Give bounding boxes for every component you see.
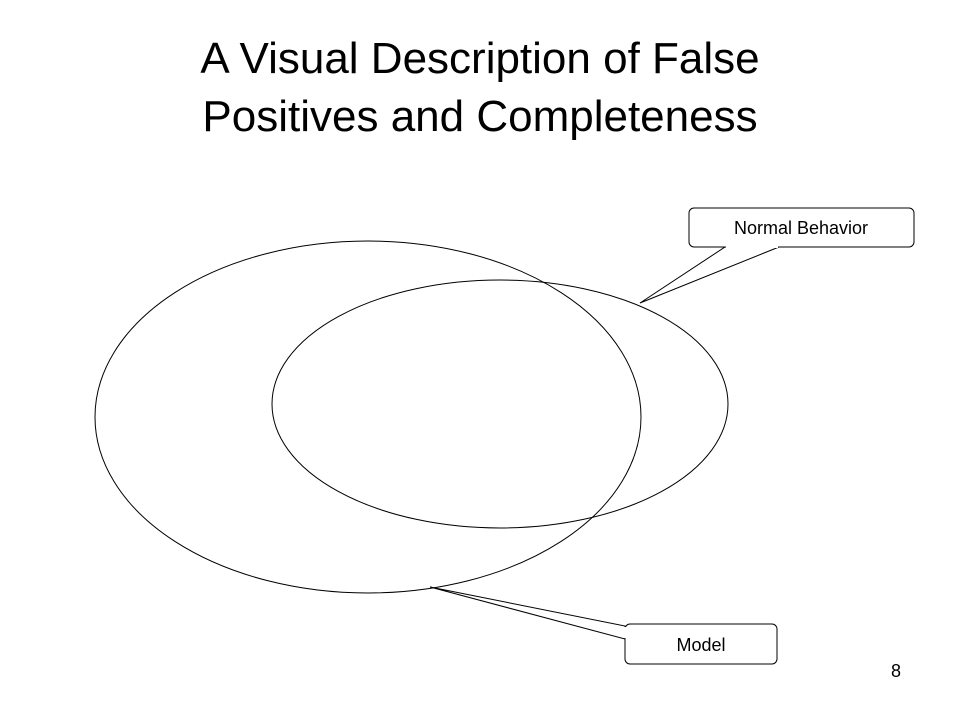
slide-title: A Visual Description of False Positives … [0, 30, 960, 146]
model-callout-label: Model [676, 635, 725, 655]
normal-behavior-callout-box [688, 207, 915, 248]
normal-behavior-callout: Normal Behavior [688, 207, 915, 248]
normal-behavior-callout-pointer [639, 246, 780, 304]
model-callout: Model [624, 623, 778, 665]
model-ellipse [94, 240, 642, 594]
slide-title-line-1: A Visual Description of False [200, 34, 760, 83]
slide-title-line-2: Positives and Completeness [202, 92, 758, 141]
model-callout-pointer [429, 586, 626, 640]
page-number: 8 [890, 661, 901, 681]
normal-behavior-ellipse [271, 279, 729, 529]
model-callout-box [624, 623, 778, 665]
normal-behavior-callout-label: Normal Behavior [734, 218, 868, 238]
